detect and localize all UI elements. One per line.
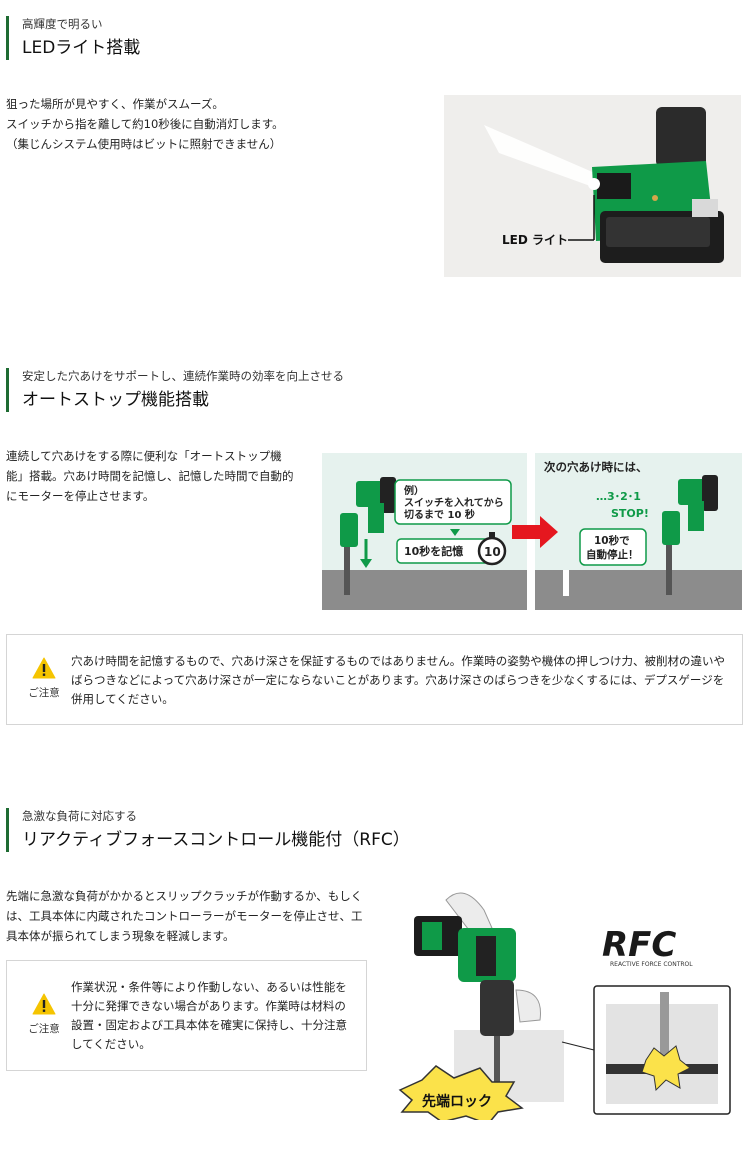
example-line2: 切るまで 10 秒 <box>404 508 475 521</box>
rfc-line: 具本体が振られてしまう現象を軽減します。 <box>6 929 235 943</box>
autostop-line: 連続して穴あけをする際に便利な「オートストップ機 <box>6 449 282 463</box>
autostop-line: 能」搭載。穴あけ時間を記憶し、記憶した時間で自動的 <box>6 469 294 483</box>
warning-icon <box>32 993 56 1015</box>
note-line: してください。 <box>71 1037 151 1051</box>
rfc-line: 先端に急激な負荷がかかるとスリップクラッチが作動するか、もしく <box>6 889 363 903</box>
note-line: 設置・固定および工具本体を確実に保持し、十分注意 <box>71 1018 347 1032</box>
led-section-header: 高輝度で明るい LEDライト搭載 <box>6 16 140 60</box>
autostop-description: 連続して穴あけをする際に便利な「オートストップ機 能」搭載。穴あけ時間を記憶し、… <box>6 446 294 506</box>
autostop-subtitle: 安定した穴あけをサポートし、連続作業時の効率を向上させる <box>22 369 344 383</box>
timer-value: 10 <box>484 545 501 559</box>
led-title: LEDライト搭載 <box>22 38 141 58</box>
note-line: 作業状況・条件等により作動しない、あるいは性能を <box>71 980 347 994</box>
auto-line1: 10秒で <box>594 534 630 547</box>
autostop-line: にモーターを停止させます。 <box>6 489 155 503</box>
autostop-caution-note: ご注意 穴あけ時間を記憶するもので、穴あけ深さを保証するものではありません。作業… <box>6 634 743 725</box>
rfc-caution-note: ご注意 作業状況・条件等により作動しない、あるいは性能を 十分に発揮できない場合… <box>6 960 367 1071</box>
caution-label: ご注意 <box>28 1023 60 1035</box>
led-description: 狙った場所が見やすく、作業がスムーズ。 スイッチから指を離して約10秒後に自動消… <box>6 94 284 154</box>
led-tool-illustration: LED ライト <box>444 95 741 277</box>
rfc-logo-text: RFC <box>602 925 676 965</box>
note-line: 十分に発揮できない場合があります。作業時は材料の <box>71 999 346 1013</box>
caution-label: ご注意 <box>28 687 60 699</box>
rfc-section-header: 急激な負荷に対応する リアクティブフォースコントロール機能付（RFC） <box>6 808 410 852</box>
autostop-title: オートストップ機能搭載 <box>22 390 209 410</box>
next-label: 次の穴あけ時には、 <box>544 460 648 474</box>
warning-icon <box>32 657 56 679</box>
led-image: LED ライト <box>444 95 741 277</box>
note-line: ばらつきなどによって穴あけ深さが一定にならないことがあります。穴あけ深さのばらつ… <box>71 673 725 687</box>
rfc-description: 先端に急激な負荷がかかるとスリップクラッチが作動するか、もしく は、工具本体に内… <box>6 886 363 946</box>
rfc-subtitle: 急激な負荷に対応する <box>22 809 137 823</box>
autostop-illustration: 例） スイッチを入れてから 切るまで 10 秒 10秒を記憶 10 次の穴あけ時… <box>322 453 742 610</box>
led-callout-label: LED ライト <box>502 233 568 247</box>
led-line: スイッチから指を離して約10秒後に自動消灯します。 <box>6 117 284 131</box>
autostop-note-text: 穴あけ時間を記憶するもので、穴あけ深さを保証するものではありません。作業時の姿勢… <box>71 652 725 709</box>
stop-text: STOP! <box>611 507 649 520</box>
auto-line2: 自動停止！ <box>586 548 639 561</box>
example-label: 例） <box>404 484 424 497</box>
rfc-note-text: 作業状況・条件等により作動しない、あるいは性能を 十分に発揮できない場合がありま… <box>71 978 347 1054</box>
rfc-image: 先端ロック RFC REACTIVE FORCE CONTROL <box>384 880 742 1125</box>
led-line: （集じんシステム使用時はビットに照射できません） <box>6 137 282 151</box>
autostop-diagram: 例） スイッチを入れてから 切るまで 10 秒 10秒を記憶 10 次の穴あけ時… <box>322 453 742 610</box>
rfc-title: リアクティブフォースコントロール機能付（RFC） <box>22 830 410 850</box>
caution-icon-group: ご注意 <box>27 993 61 1036</box>
rfc-line: は、工具本体に内蔵されたコントローラーがモーターを停止させ、工 <box>6 909 363 923</box>
rfc-logo-caption: REACTIVE FORCE CONTROL <box>610 961 693 968</box>
note-line: 併用してください。 <box>71 692 174 706</box>
note-line: 穴あけ時間を記憶するもので、穴あけ深さを保証するものではありません。作業時の姿勢… <box>71 654 725 668</box>
led-line: 狙った場所が見やすく、作業がスムーズ。 <box>6 97 224 111</box>
memory-label: 10秒を記憶 <box>404 544 463 558</box>
burst-label: 先端ロック <box>422 1093 492 1110</box>
rfc-illustration: 先端ロック RFC REACTIVE FORCE CONTROL <box>398 892 731 1125</box>
countdown-text: …3･2･1 <box>596 490 641 503</box>
caution-icon-group: ご注意 <box>27 657 61 700</box>
example-line1: スイッチを入れてから <box>404 497 504 509</box>
led-subtitle: 高輝度で明るい <box>22 17 103 31</box>
autostop-section-header: 安定した穴あけをサポートし、連続作業時の効率を向上させる オートストップ機能搭載 <box>6 368 344 412</box>
